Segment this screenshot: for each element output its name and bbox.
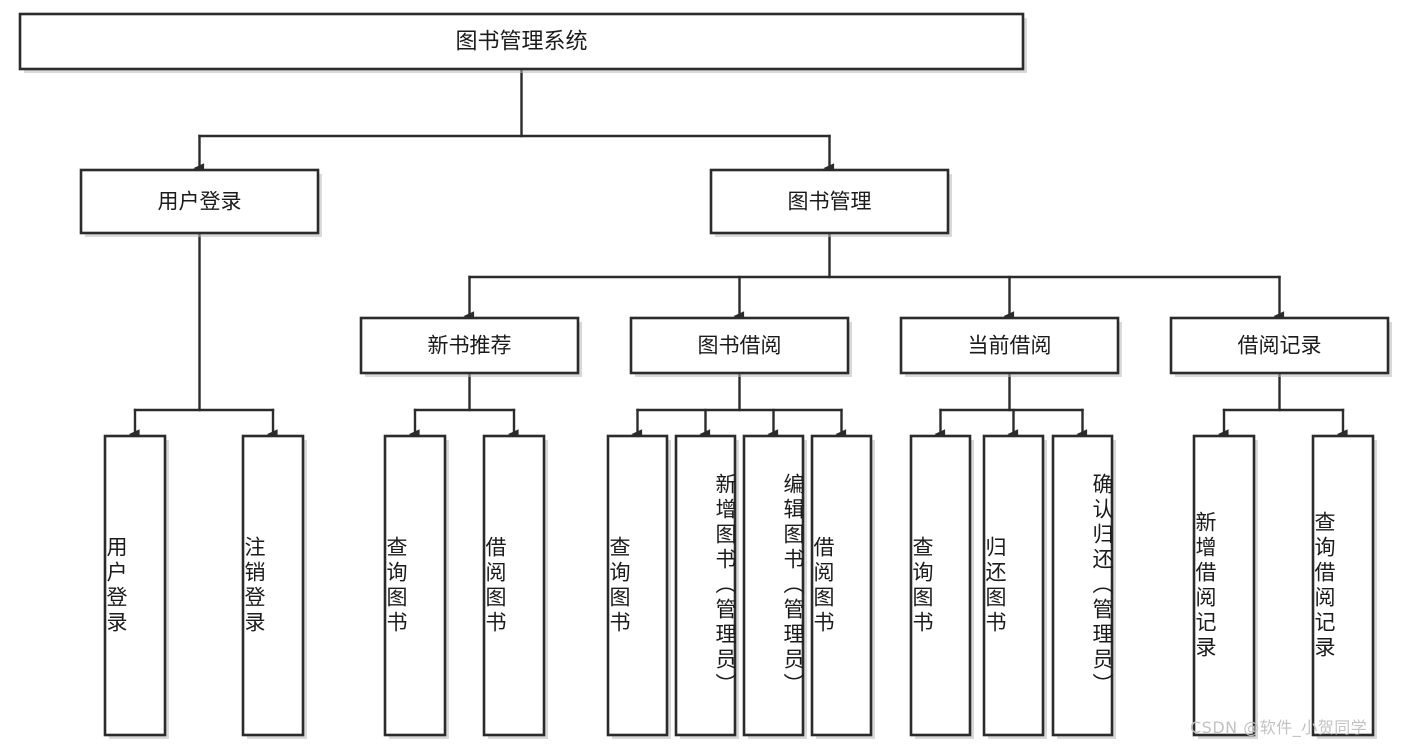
connector-layer (129, 67, 1348, 439)
node-leaf-edit-book[interactable] (742, 434, 805, 737)
node-n-user-login-label: 用户登录 (158, 190, 242, 214)
node-leaf-borrow-book-1[interactable] (482, 434, 546, 737)
node-n-current-borrow-label: 当前借阅 (968, 334, 1052, 358)
node-leaf-confirm-return[interactable] (1051, 434, 1114, 737)
node-root[interactable] (18, 12, 1025, 71)
node-leaf-query-book-2[interactable] (606, 434, 669, 737)
node-leaf-logout[interactable] (241, 434, 305, 737)
node-leaf-query-book-1[interactable] (383, 434, 447, 737)
node-n-book-manage-label: 图书管理 (788, 190, 872, 214)
node-n-book-borrow-label: 图书借阅 (698, 334, 782, 358)
node-leaf-add-record[interactable] (1192, 434, 1256, 737)
node-n-current-borrow[interactable] (899, 316, 1120, 375)
node-leaf-borrow-book-2[interactable] (810, 434, 873, 737)
node-leaf-add-book[interactable] (674, 434, 737, 737)
node-n-user-login[interactable] (79, 168, 320, 235)
node-leaf-query-book-3[interactable] (909, 434, 972, 737)
csdn-watermark: CSDN @软件_小贺同学 (1190, 718, 1368, 737)
node-n-book-borrow[interactable] (629, 316, 850, 375)
node-layer (18, 12, 1392, 739)
node-leaf-return-book[interactable] (982, 434, 1045, 737)
node-leaf-user-login[interactable] (103, 434, 167, 737)
node-n-new-book-rec[interactable] (359, 316, 580, 375)
node-n-new-book-rec-label: 新书推荐 (428, 334, 512, 358)
node-n-borrow-record[interactable] (1169, 316, 1390, 375)
node-n-borrow-record-label: 借阅记录 (1238, 334, 1322, 358)
node-root-label: 图书管理系统 (455, 30, 587, 55)
node-leaf-query-record[interactable] (1311, 434, 1375, 737)
node-n-book-manage[interactable] (709, 168, 950, 235)
